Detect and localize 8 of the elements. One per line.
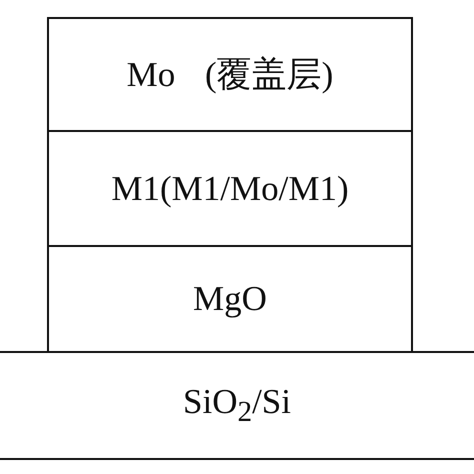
- cap-layer: [47, 17, 413, 132]
- film-layer: [47, 245, 413, 353]
- film-layer: [47, 130, 413, 247]
- layer-label: Mo (覆盖层): [126, 54, 334, 96]
- layer-label: SiO$_{2}$/Si: [183, 382, 291, 429]
- layer-label: M1(M1/Mo/M1): [111, 168, 349, 208]
- layer-label: MgO: [193, 279, 267, 319]
- substrate-layer: [0, 351, 474, 460]
